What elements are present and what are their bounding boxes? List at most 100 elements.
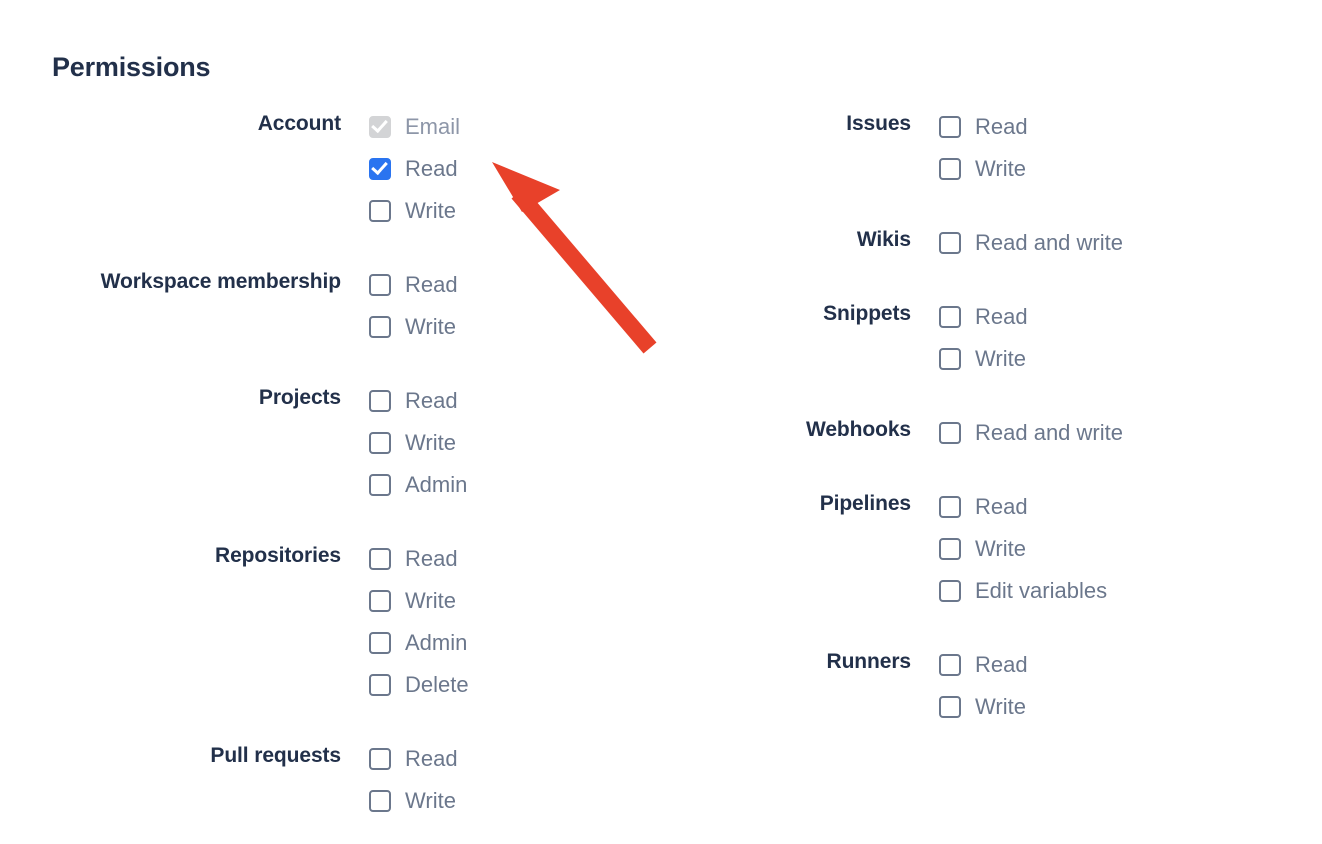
permission-option-row[interactable]: Write xyxy=(369,580,469,622)
permission-option-row[interactable]: Read xyxy=(369,538,469,580)
permission-option-row[interactable]: Write xyxy=(939,686,1028,728)
checkbox-write[interactable] xyxy=(369,316,391,338)
permission-option-row[interactable]: Email xyxy=(369,106,460,148)
permission-option-row[interactable]: Write xyxy=(369,306,458,348)
permission-group-label: Snippets xyxy=(823,302,911,325)
permission-option-label[interactable]: Write xyxy=(405,198,456,223)
page-title: Permissions xyxy=(52,52,211,82)
permission-option-row[interactable]: Write xyxy=(369,780,458,822)
checkbox-write[interactable] xyxy=(939,538,961,560)
permission-group-label: Wikis xyxy=(856,228,911,251)
checkbox-write[interactable] xyxy=(939,696,961,718)
permission-option-label[interactable]: Read xyxy=(405,546,458,571)
permission-option-label[interactable]: Read and write xyxy=(975,230,1123,255)
permission-option-label[interactable]: Read xyxy=(405,388,458,413)
permission-option-row[interactable]: Write xyxy=(939,338,1028,380)
permission-option-label[interactable]: Read xyxy=(975,114,1028,139)
permission-option-row[interactable]: Write xyxy=(939,528,1107,570)
permission-group-label: Account xyxy=(257,112,341,135)
checkbox-write[interactable] xyxy=(369,432,391,454)
checkbox-email xyxy=(369,115,391,138)
permission-option-label[interactable]: Admin xyxy=(405,472,468,497)
permission-option-row[interactable]: Read xyxy=(369,380,467,422)
checkbox-admin[interactable] xyxy=(369,474,391,496)
checkbox-read-and-write[interactable] xyxy=(939,422,961,444)
permission-option-row[interactable]: Admin xyxy=(369,622,469,664)
permission-option-label[interactable]: Write xyxy=(405,588,456,613)
permission-option-row[interactable]: Write xyxy=(369,422,467,464)
checkbox-write[interactable] xyxy=(369,790,391,812)
permission-option-row[interactable]: Write xyxy=(369,190,460,232)
checkbox-read[interactable] xyxy=(939,306,961,328)
permission-option-label[interactable]: Read xyxy=(405,272,458,297)
checkbox-read-and-write[interactable] xyxy=(939,232,961,254)
permission-option-row[interactable]: Read xyxy=(939,644,1028,686)
permission-option-label[interactable]: Write xyxy=(975,536,1026,561)
permission-group-label: Projects xyxy=(258,386,341,409)
permission-option-label[interactable]: Read xyxy=(405,746,458,771)
checkbox-read[interactable] xyxy=(369,274,391,296)
permission-option-label[interactable]: Write xyxy=(405,314,456,339)
permission-option-row[interactable]: Read xyxy=(939,296,1028,338)
permission-option-label[interactable]: Write xyxy=(405,788,456,813)
permission-group-label: Pull requests xyxy=(210,744,341,767)
permission-option-label[interactable]: Write xyxy=(975,156,1026,181)
permission-option-row[interactable]: Read xyxy=(369,738,458,780)
permission-option-label[interactable]: Write xyxy=(405,430,456,455)
permission-option-row[interactable]: Read xyxy=(369,264,458,306)
checkbox-read[interactable] xyxy=(369,157,391,180)
permission-option-label[interactable]: Read xyxy=(975,304,1028,329)
permission-option-label[interactable]: Read xyxy=(975,494,1028,519)
permission-option-label[interactable]: Read and write xyxy=(975,420,1123,445)
permission-option-row[interactable]: Admin xyxy=(369,464,467,506)
permission-option-list: Read and write xyxy=(911,222,1123,264)
permission-option-row[interactable]: Delete xyxy=(369,664,469,706)
permission-option-label[interactable]: Admin xyxy=(405,630,468,655)
permission-option-row[interactable]: Read xyxy=(939,486,1107,528)
checkbox-write[interactable] xyxy=(939,348,961,370)
permission-option-row[interactable]: Read xyxy=(939,106,1028,148)
checkbox-read[interactable] xyxy=(939,654,961,676)
permission-option-row[interactable]: Read and write xyxy=(939,412,1123,454)
checkbox-read[interactable] xyxy=(369,390,391,412)
permission-option-row[interactable]: Read xyxy=(369,148,460,190)
permission-option-row[interactable]: Write xyxy=(939,148,1028,190)
checkbox-read[interactable] xyxy=(369,548,391,570)
permission-group-label: Repositories xyxy=(215,544,341,567)
permission-group-label: Webhooks xyxy=(806,418,911,441)
checkbox-write[interactable] xyxy=(369,590,391,612)
permission-group-label: Runners xyxy=(826,650,912,673)
checkbox-read[interactable] xyxy=(369,748,391,770)
check-icon xyxy=(371,157,388,176)
permission-option-label[interactable]: Write xyxy=(975,346,1026,371)
permission-option-label[interactable]: Delete xyxy=(405,672,469,697)
permission-option-label[interactable]: Email xyxy=(405,114,461,139)
permission-option-row[interactable]: Edit variables xyxy=(939,570,1107,612)
checkbox-admin[interactable] xyxy=(369,632,391,654)
check-icon xyxy=(371,115,388,134)
checkbox-read[interactable] xyxy=(939,116,961,138)
permission-option-label[interactable]: Edit variables xyxy=(975,578,1108,603)
checkbox-delete[interactable] xyxy=(369,674,391,696)
permission-option-list: Read and write xyxy=(911,412,1123,454)
checkbox-write[interactable] xyxy=(939,158,961,180)
permission-option-row[interactable]: Read and write xyxy=(939,222,1123,264)
checkbox-edit-variables[interactable] xyxy=(939,580,961,602)
checkbox-write[interactable] xyxy=(369,200,391,222)
checkbox-read[interactable] xyxy=(939,496,961,518)
permission-option-label[interactable]: Write xyxy=(975,694,1026,719)
permission-option-label[interactable]: Read xyxy=(405,156,458,181)
permission-option-label[interactable]: Read xyxy=(975,652,1028,677)
